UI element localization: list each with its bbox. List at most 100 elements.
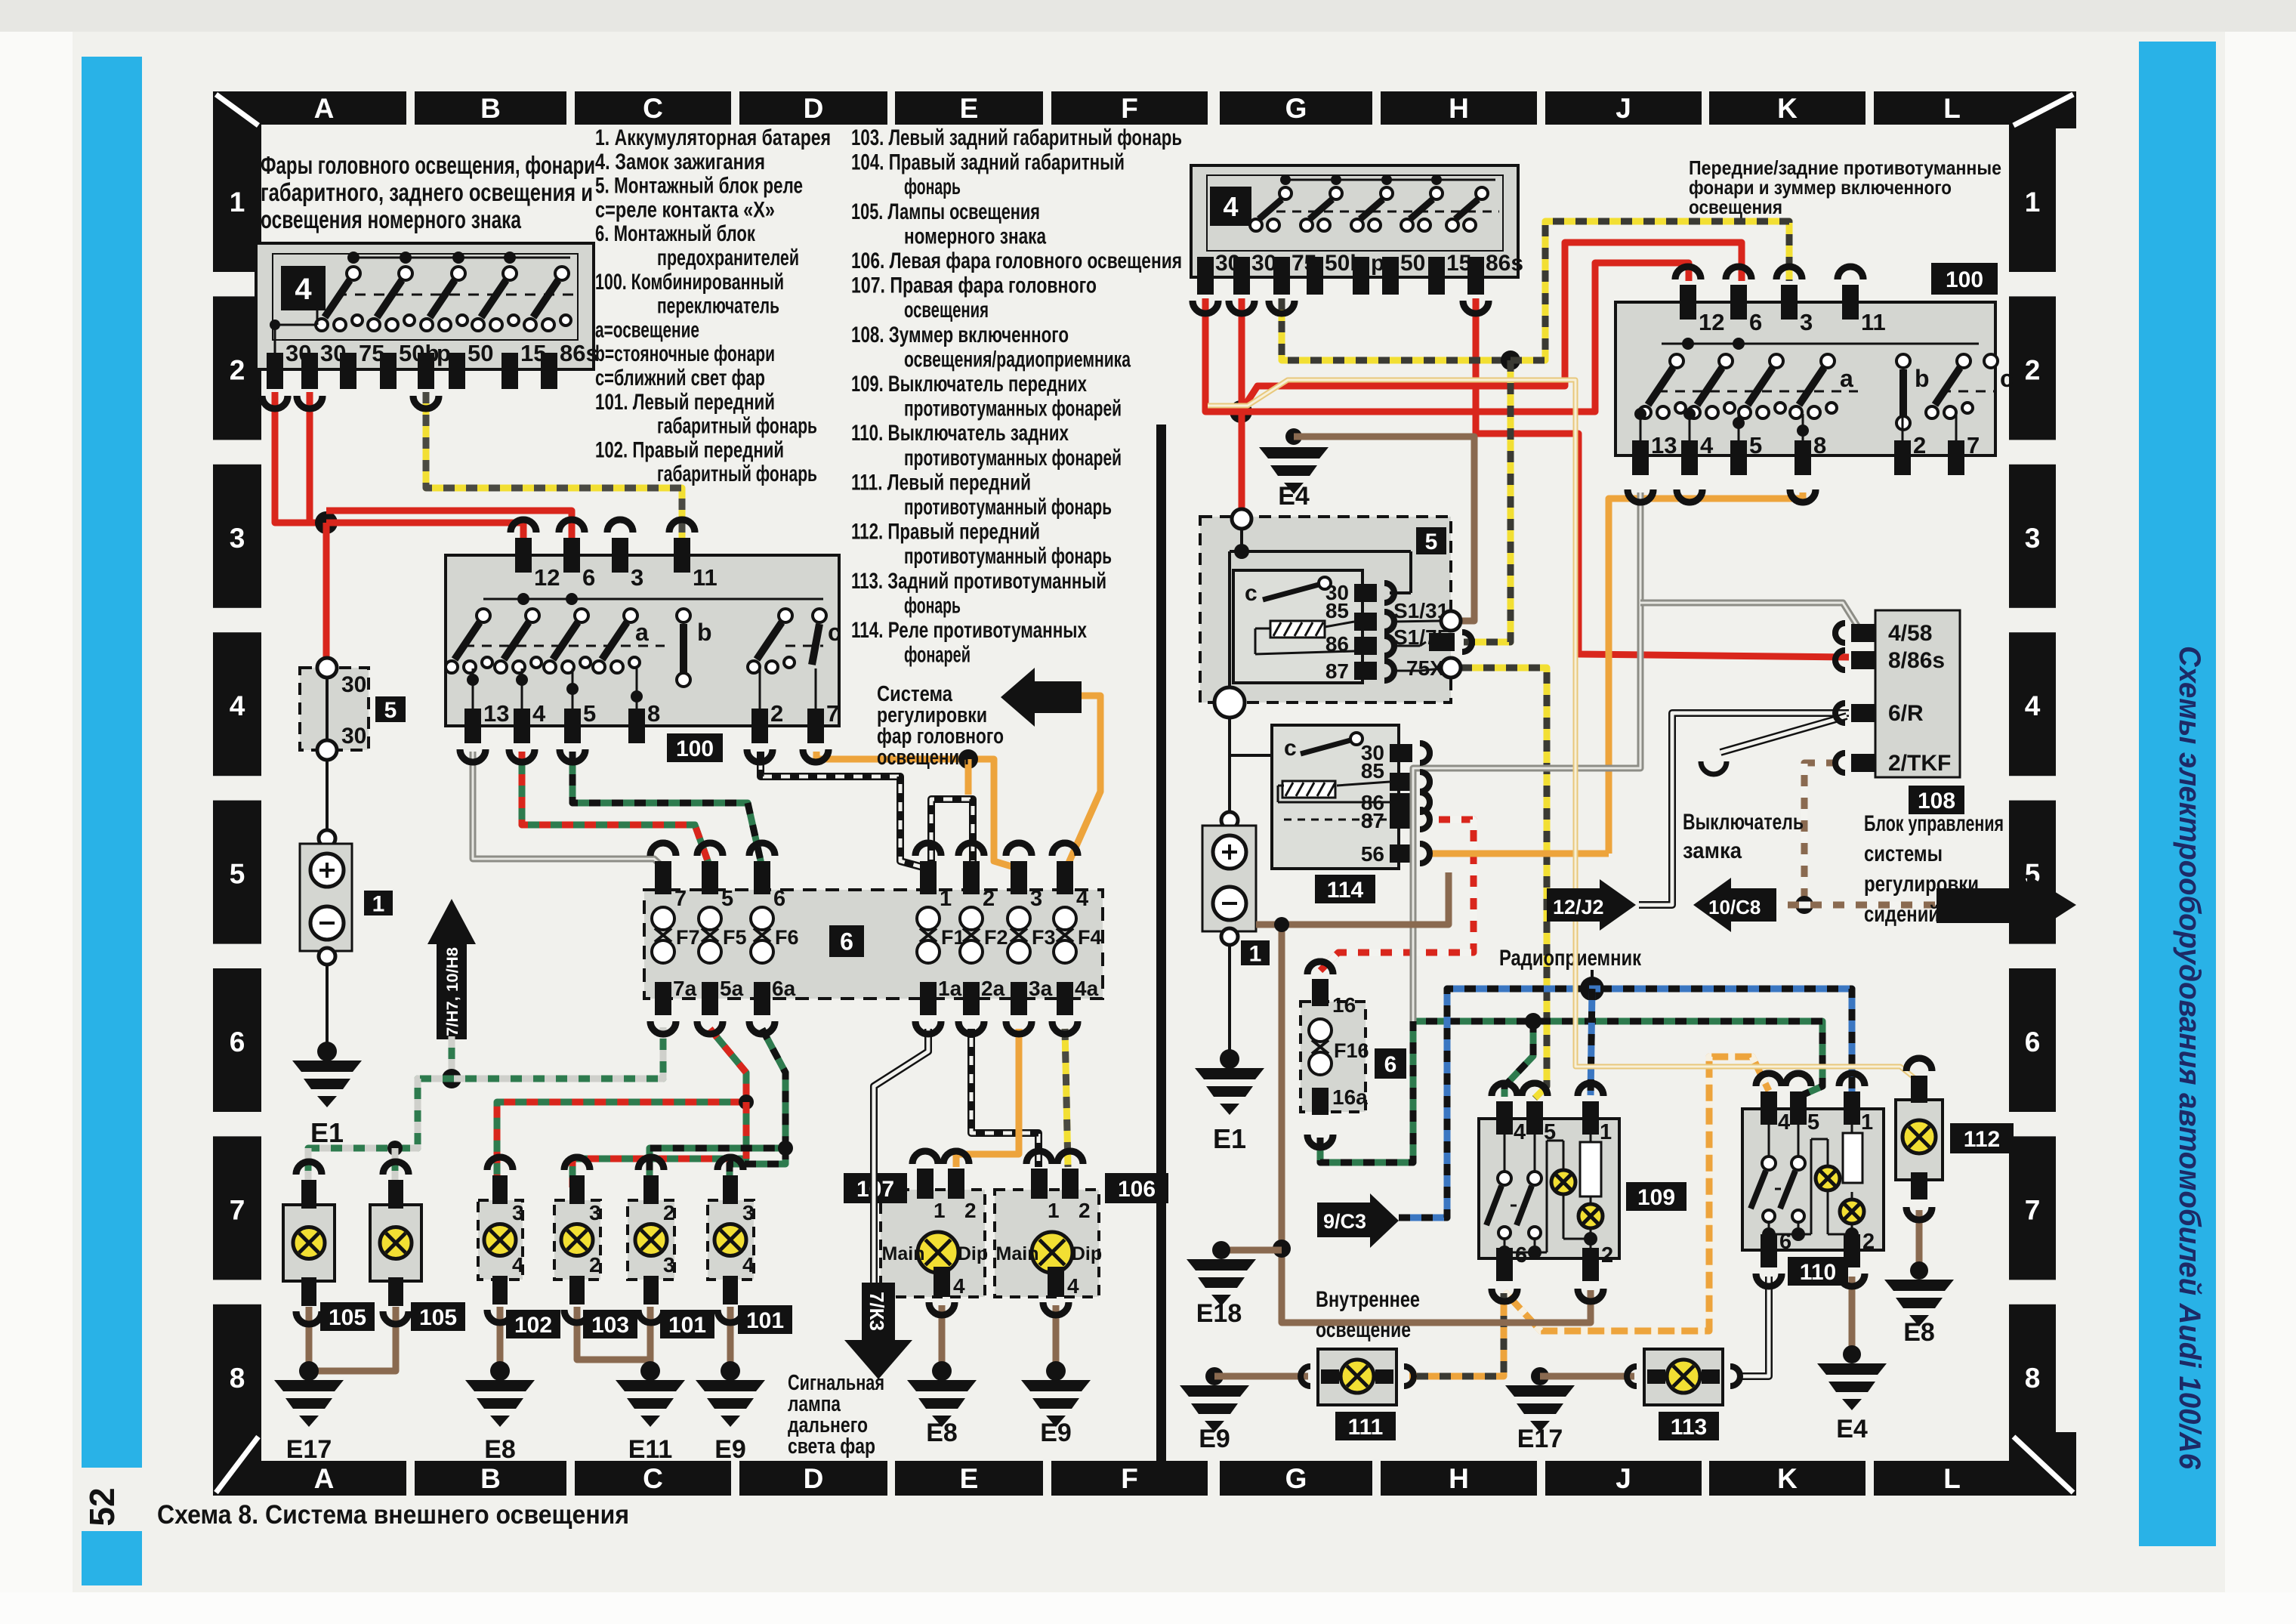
svg-text:6: 6	[1749, 309, 1762, 335]
svg-text:8/86s: 8/86s	[1888, 648, 1945, 673]
svg-text:108: 108	[1918, 789, 1955, 814]
svg-text:противотуманных фонарей: противотуманных фонарей	[904, 446, 1122, 471]
svg-text:86s: 86s	[1486, 251, 1523, 276]
svg-text:7: 7	[826, 700, 839, 727]
svg-text:103: 103	[591, 1313, 629, 1338]
svg-text:7: 7	[1967, 432, 1980, 458]
svg-text:Dip: Dip	[958, 1243, 988, 1264]
svg-text:габаритного, заднего освещения: габаритного, заднего освещения и	[261, 178, 593, 206]
svg-text:a: a	[1840, 365, 1853, 392]
svg-text:дальнего: дальнего	[788, 1413, 868, 1437]
svg-text:6. Монтажный блок: 6. Монтажный блок	[595, 221, 756, 246]
svg-text:107. Правая фара головного: 107. Правая фара головного	[851, 273, 1097, 298]
svg-text:4: 4	[1514, 1120, 1526, 1144]
svg-text:переключатель: переключатель	[657, 294, 779, 319]
svg-text:1: 1	[1048, 1199, 1060, 1222]
svg-text:F7: F7	[676, 926, 700, 949]
svg-text:5. Монтажный блок реле: 5. Монтажный блок реле	[595, 174, 803, 199]
svg-text:3: 3	[230, 523, 245, 554]
svg-text:F2: F2	[984, 926, 1008, 949]
svg-text:Передние/задние противотуманны: Передние/задние противотуманные	[1689, 156, 2001, 179]
svg-text:противотуманный фонарь: противотуманный фонарь	[904, 495, 1112, 520]
svg-text:7: 7	[230, 1194, 245, 1225]
svg-text:4: 4	[1778, 1110, 1790, 1135]
svg-text:Main: Main	[882, 1243, 925, 1264]
svg-text:света фар: света фар	[788, 1434, 875, 1459]
svg-text:109: 109	[1637, 1185, 1675, 1210]
svg-text:4: 4	[953, 1274, 965, 1298]
svg-text:9/С3: 9/С3	[1323, 1210, 1366, 1233]
svg-text:4a: 4a	[1075, 977, 1099, 1000]
svg-text:4: 4	[1223, 191, 1238, 222]
svg-text:1: 1	[1600, 1120, 1612, 1144]
svg-text:6a: 6a	[772, 977, 796, 1000]
svg-text:а=освещение: а=освещение	[595, 317, 699, 342]
svg-text:с=ближний свет фар: с=ближний свет фар	[595, 366, 765, 391]
svg-text:c: c	[1284, 736, 1297, 761]
svg-text:габаритный фонарь: габаритный фонарь	[657, 414, 817, 439]
svg-text:H: H	[1449, 1463, 1469, 1494]
svg-text:50: 50	[468, 340, 493, 366]
svg-text:2: 2	[230, 354, 245, 385]
svg-text:5: 5	[384, 698, 397, 723]
svg-text:6: 6	[773, 887, 785, 911]
svg-text:системы: системы	[1864, 841, 1943, 866]
svg-text:Dip: Dip	[1072, 1243, 1102, 1264]
svg-text:2: 2	[770, 700, 783, 727]
svg-text:1: 1	[2025, 187, 2041, 218]
svg-text:8: 8	[230, 1363, 245, 1394]
svg-text:3: 3	[2025, 523, 2041, 554]
svg-text:7: 7	[2025, 1194, 2041, 1225]
svg-text:F6: F6	[775, 926, 799, 949]
svg-text:1. Аккумуляторная батарея: 1. Аккумуляторная батарея	[595, 125, 831, 150]
svg-text:7/К3: 7/К3	[866, 1292, 888, 1331]
svg-text:112. Правый передний: 112. Правый передний	[851, 520, 1040, 545]
svg-text:F: F	[1121, 93, 1138, 124]
svg-text:109. Выключатель передних: 109. Выключатель передних	[851, 372, 1087, 397]
svg-text:5: 5	[230, 859, 245, 890]
svg-text:6/R: 6/R	[1888, 701, 1924, 726]
svg-text:2: 2	[663, 1201, 675, 1224]
svg-text:12: 12	[1699, 309, 1724, 335]
svg-text:p: p	[1371, 251, 1384, 276]
svg-text:5: 5	[721, 887, 733, 911]
svg-text:85: 85	[1325, 599, 1349, 622]
svg-text:6: 6	[1779, 1230, 1791, 1254]
svg-text:E17: E17	[286, 1435, 332, 1464]
svg-text:3a: 3a	[1029, 977, 1053, 1000]
svg-text:фонарь: фонарь	[904, 593, 961, 618]
svg-text:E11: E11	[628, 1435, 673, 1464]
svg-text:16: 16	[1332, 993, 1356, 1017]
svg-text:3: 3	[589, 1201, 601, 1224]
svg-text:4: 4	[2025, 690, 2041, 721]
svg-text:11: 11	[693, 564, 718, 591]
svg-text:освещения: освещения	[877, 746, 969, 770]
svg-text:C: C	[643, 1463, 663, 1494]
svg-text:a: a	[635, 619, 649, 646]
svg-text:2: 2	[1913, 432, 1926, 458]
svg-text:c: c	[2000, 365, 2014, 392]
svg-text:85: 85	[1361, 759, 1384, 783]
svg-text:c: c	[1245, 581, 1258, 606]
svg-text:освещения номерного знака: освещения номерного знака	[261, 205, 521, 233]
svg-text:Main: Main	[996, 1243, 1039, 1264]
svg-text:100. Комбинированный: 100. Комбинированный	[595, 270, 784, 295]
svg-text:K: K	[1777, 93, 1798, 124]
svg-text:D: D	[804, 1463, 824, 1494]
svg-text:Блок управления: Блок управления	[1864, 811, 2004, 836]
svg-text:6: 6	[1515, 1243, 1527, 1267]
svg-text:E8: E8	[926, 1419, 958, 1447]
svg-text:86s: 86s	[560, 340, 599, 366]
svg-text:105: 105	[419, 1305, 457, 1330]
svg-text:4: 4	[742, 1253, 755, 1277]
svg-text:G: G	[1285, 1463, 1307, 1494]
svg-text:Выключатель: Выключатель	[1683, 810, 1804, 835]
svg-text:F3: F3	[1032, 926, 1056, 949]
svg-text:Внутреннее: Внутреннее	[1316, 1287, 1420, 1312]
svg-text:замка: замка	[1683, 838, 1742, 863]
svg-text:сидений: сидений	[1864, 902, 1940, 927]
svg-text:7a: 7a	[673, 977, 697, 1000]
svg-text:D: D	[804, 93, 824, 124]
svg-text:108. Зуммер включенного: 108. Зуммер включенного	[851, 323, 1069, 347]
svg-text:5: 5	[583, 700, 596, 727]
